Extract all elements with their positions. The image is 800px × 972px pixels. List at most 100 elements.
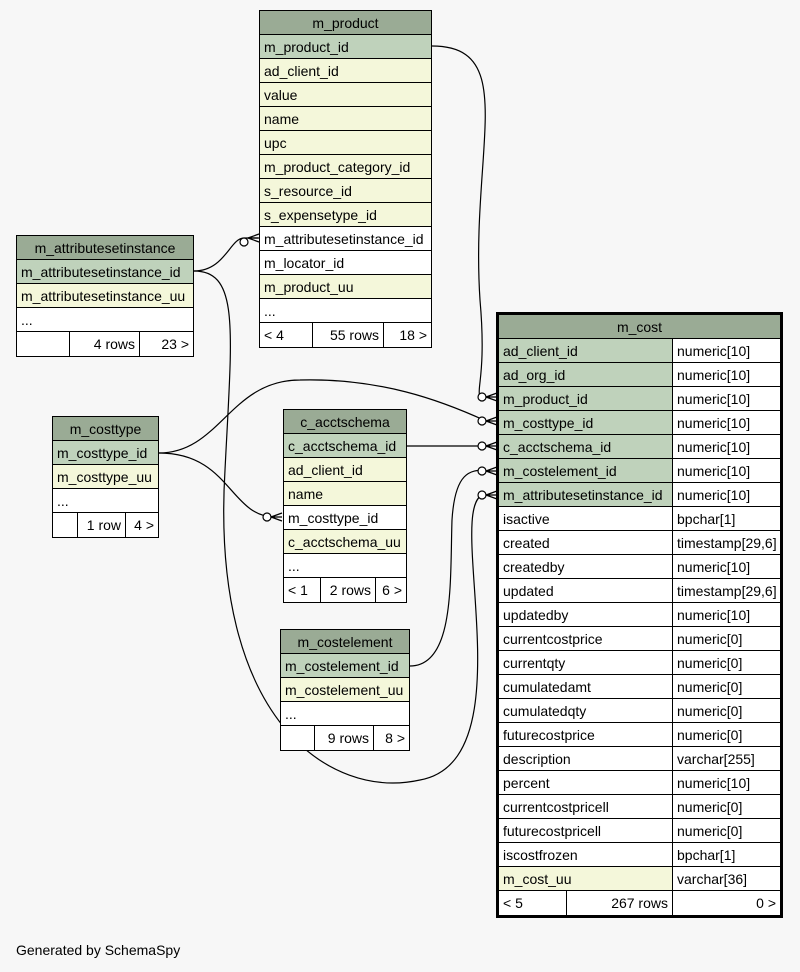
column-row[interactable]: m_product_category_id — [260, 155, 431, 179]
column-row[interactable]: s_expensetype_id — [260, 203, 431, 227]
child-count-link[interactable]: 23 > — [139, 332, 193, 356]
table-m_costtype[interactable]: m_costtype m_costtype_id m_costtype_uu .… — [52, 416, 159, 538]
edge-costelement-to-cost — [409, 469, 487, 667]
table-footer: < 4 55 rows 18 > — [260, 323, 431, 347]
column-row[interactable]: m_costtype_uu — [53, 465, 158, 489]
column-row[interactable]: m_costtype_id — [53, 441, 158, 465]
row-count: 1 row — [77, 513, 125, 537]
zero-or-many-icon — [477, 490, 487, 500]
parent-count-link[interactable]: < 5 — [503, 895, 523, 911]
column-row[interactable]: value — [260, 83, 431, 107]
child-count-link[interactable]: 18 > — [383, 323, 431, 347]
table-title[interactable]: m_attributesetinstance — [17, 236, 193, 260]
column-row[interactable]: s_resource_id — [260, 179, 431, 203]
column-row[interactable]: name — [260, 107, 431, 131]
table-title[interactable]: m_costelement — [281, 630, 409, 654]
table-footer: 4 rows 23 > — [17, 332, 193, 356]
edge-costtype-to-cost — [158, 379, 487, 454]
table-footer: 1 row 4 > — [53, 513, 158, 537]
table-footer: < 5 267 rows 0 > — [499, 891, 780, 915]
child-count-link[interactable]: 4 > — [125, 513, 158, 537]
column-row[interactable]: upc — [260, 131, 431, 155]
column-row[interactable]: ... — [260, 299, 431, 323]
table-footer: 9 rows 8 > — [281, 726, 409, 750]
row-count: 9 rows — [314, 726, 373, 750]
zero-or-many-icon — [477, 441, 487, 451]
table-footer: < 1 2 rows 6 > — [284, 578, 406, 602]
parent-count-link[interactable]: < 4 — [264, 327, 284, 343]
table-c_acctschema[interactable]: c_acctschema c_acctschema_id ad_client_i… — [283, 409, 407, 603]
zero-or-many-icon — [477, 392, 487, 402]
row-count: 267 rows — [566, 891, 672, 915]
zero-or-many-icon — [477, 466, 487, 476]
column-row[interactable]: ... — [53, 489, 158, 513]
column-row[interactable]: ... — [284, 554, 406, 578]
column-row[interactable]: c_acctschema_id — [284, 434, 406, 458]
edge-costtype-to-acctschema — [158, 452, 276, 518]
column-row[interactable]: name — [284, 482, 406, 506]
parent-count-link[interactable] — [281, 726, 314, 750]
column-row[interactable]: m_product_id — [260, 35, 431, 59]
table-m_costelement[interactable]: m_costelement m_costelement_id m_costele… — [280, 629, 410, 751]
child-count-link[interactable]: 0 > — [672, 891, 780, 915]
table-title[interactable]: m_cost — [499, 315, 780, 339]
parent-count-link[interactable]: < 1 — [288, 582, 308, 598]
zero-or-many-icon — [239, 237, 249, 247]
column-row[interactable]: m_attributesetinstance_id — [17, 260, 193, 284]
table-title[interactable]: c_acctschema — [284, 410, 406, 434]
table-m_product[interactable]: m_product m_product_id ad_client_id valu… — [259, 10, 432, 348]
column-row[interactable]: m_attributesetinstance_id — [260, 227, 431, 251]
column-row[interactable]: c_acctschema_uu — [284, 530, 406, 554]
child-count-link[interactable]: 6 > — [375, 578, 406, 602]
parent-count-link[interactable] — [17, 332, 69, 356]
row-count: 2 rows — [320, 578, 375, 602]
table-title[interactable]: m_product — [260, 11, 431, 35]
column-row[interactable]: m_costtype_id — [284, 506, 406, 530]
column-row[interactable]: ... — [281, 702, 409, 726]
column-row[interactable]: m_attributesetinstance_uu — [17, 284, 193, 308]
table-title[interactable]: m_costtype — [53, 417, 158, 441]
edge-product-to-cost — [431, 45, 487, 398]
column-row[interactable]: ... — [17, 308, 193, 332]
zero-or-many-icon — [477, 416, 487, 426]
row-count: 4 rows — [69, 332, 139, 356]
column-row[interactable]: m_costelement_uu — [281, 678, 409, 702]
parent-count-link[interactable] — [53, 513, 77, 537]
column-row[interactable]: m_product_uu — [260, 275, 431, 299]
child-count-link[interactable]: 8 > — [373, 726, 409, 750]
column-row[interactable]: m_costelement_id — [281, 654, 409, 678]
generated-by-credit: Generated by SchemaSpy — [16, 942, 181, 958]
table-m_attributesetinstance[interactable]: m_attributesetinstance m_attributesetins… — [16, 235, 194, 357]
row-count: 55 rows — [312, 323, 383, 347]
zero-or-many-icon — [262, 512, 272, 522]
edge-asi-to-cost — [193, 270, 487, 784]
column-row[interactable]: ad_client_id — [284, 458, 406, 482]
column-row[interactable]: m_locator_id — [260, 251, 431, 275]
column-row[interactable]: ad_client_id — [260, 59, 431, 83]
